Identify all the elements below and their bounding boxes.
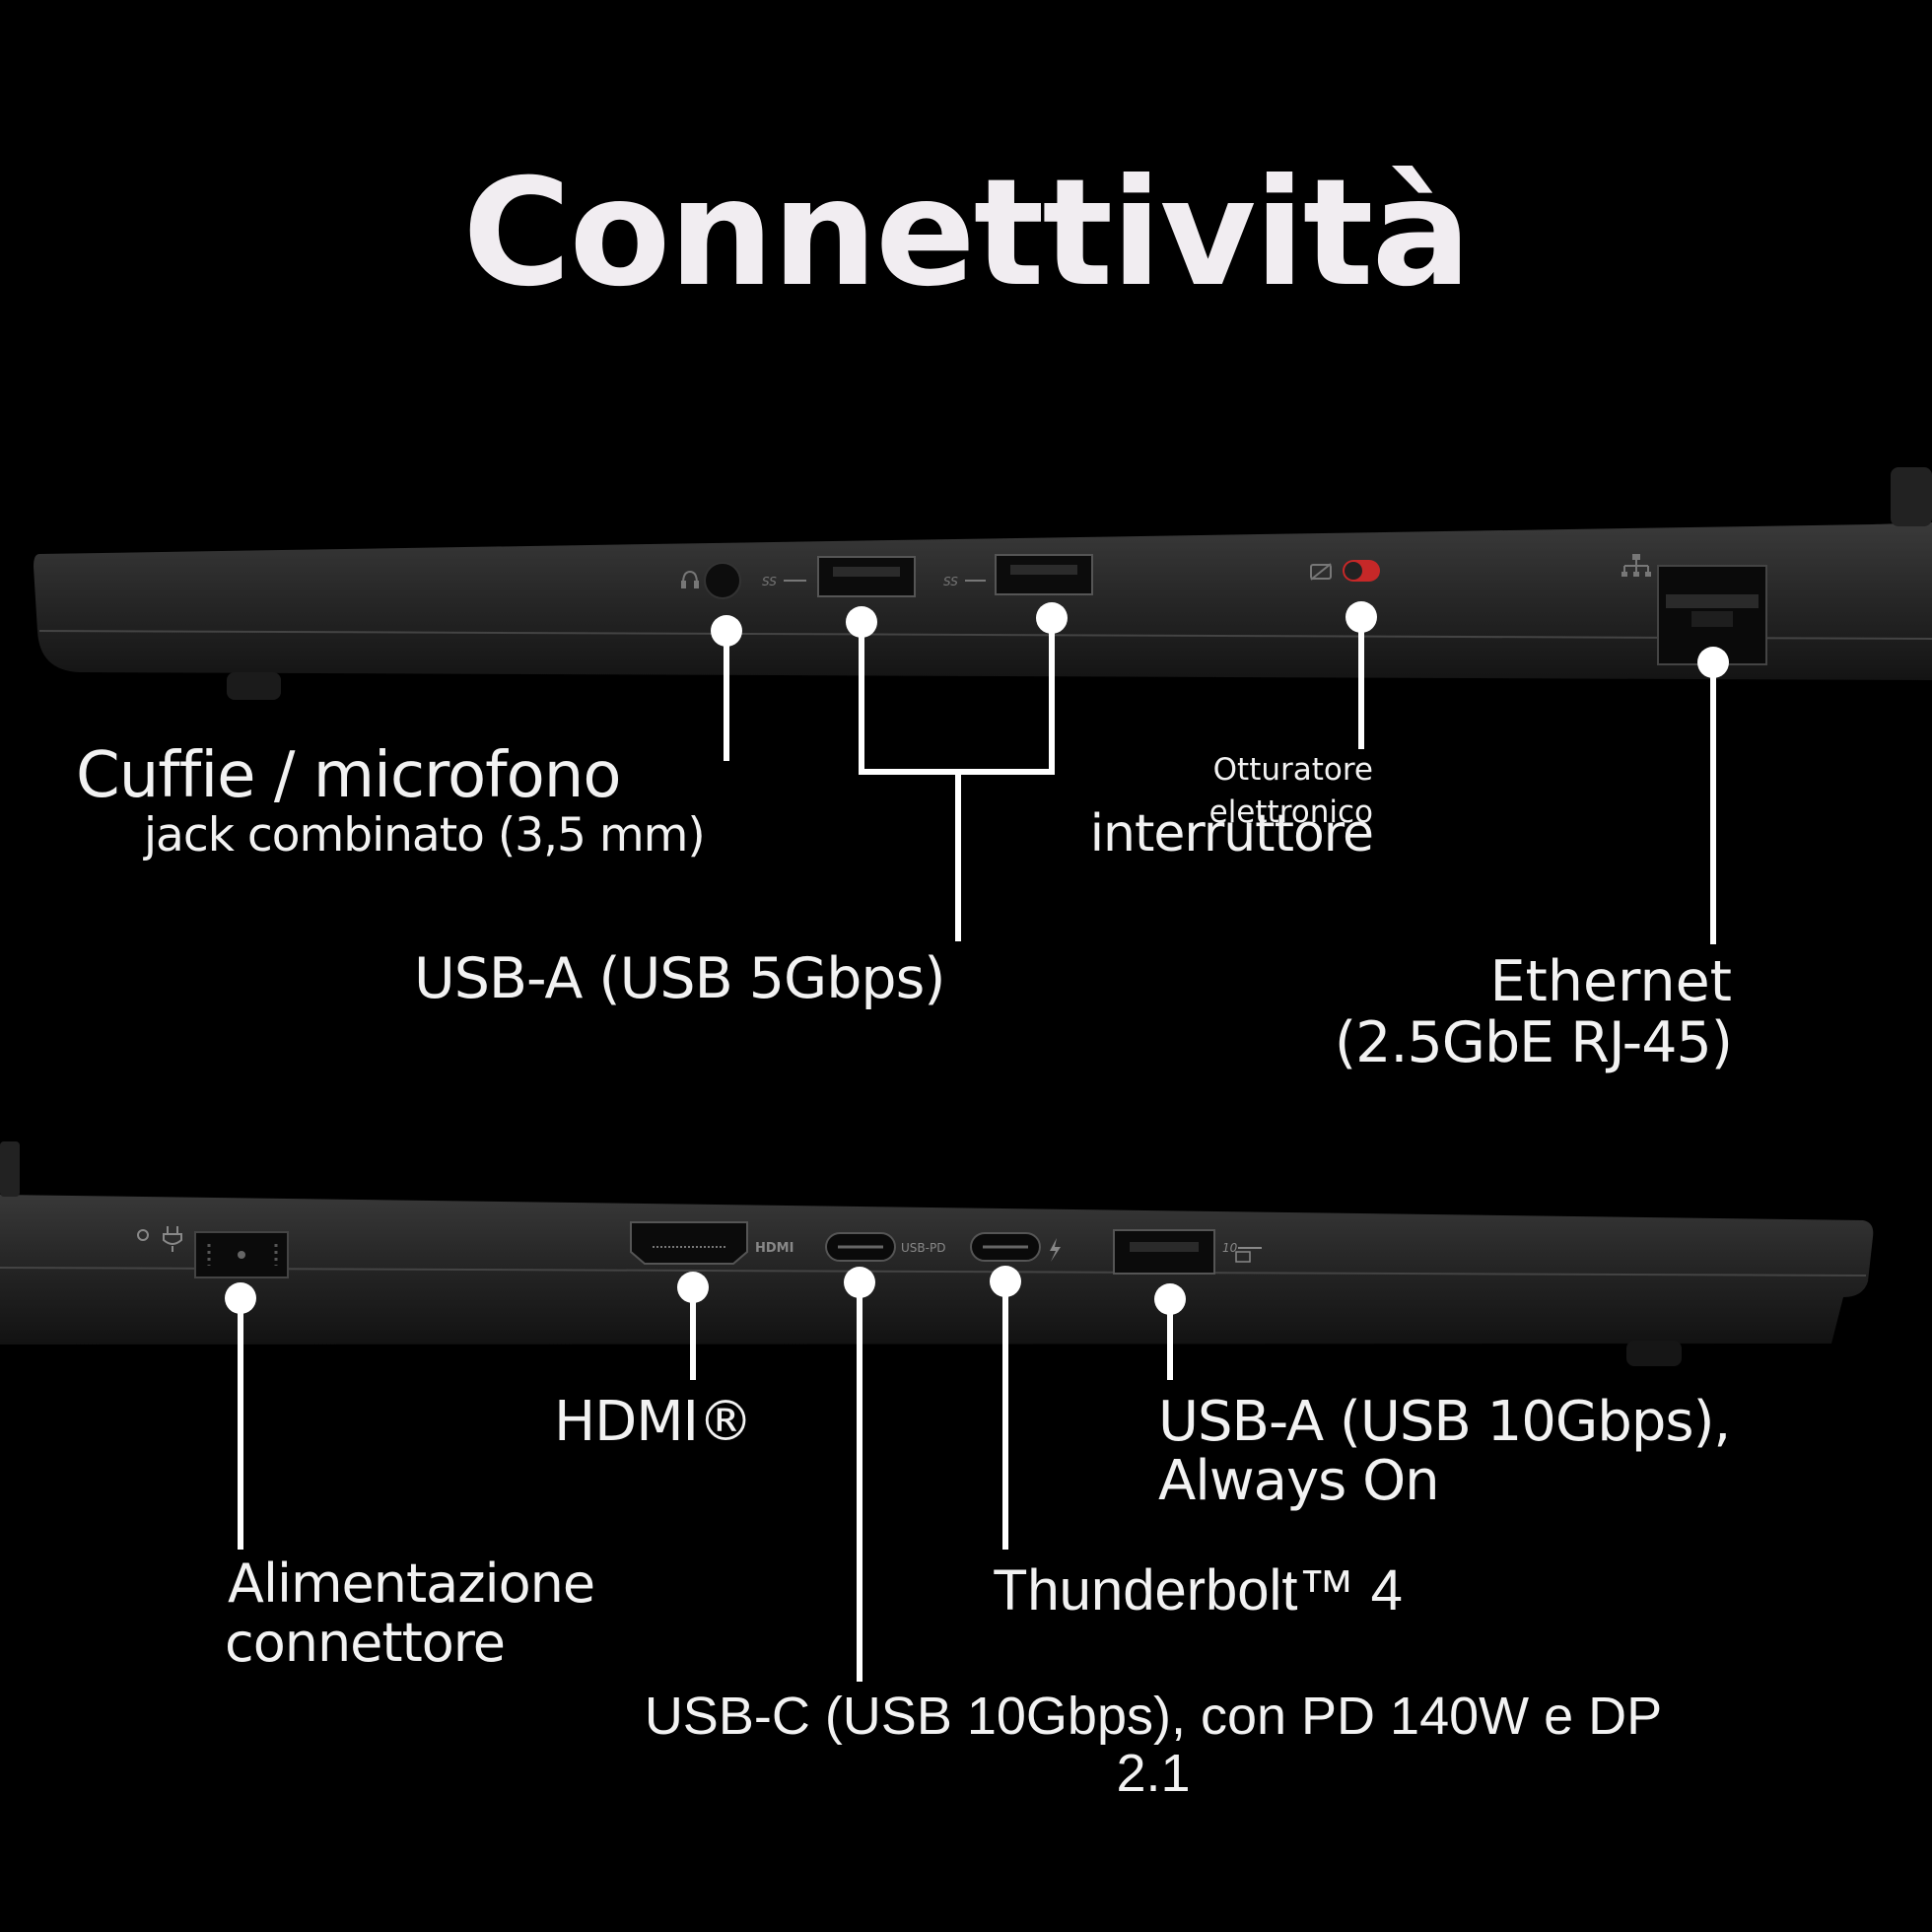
shutter-label-line2: elettronico bbox=[1208, 794, 1373, 830]
usb-c-port-1 bbox=[825, 1232, 896, 1262]
callout-usb-a-5 bbox=[846, 602, 1068, 941]
ethernet-label-line1: Ethernet bbox=[1489, 949, 1732, 1014]
usb-10-icon: 10 bbox=[1222, 1241, 1262, 1263]
shutter-label-line1: Otturatore bbox=[1212, 752, 1373, 788]
hinge bbox=[0, 1141, 20, 1197]
callout-power bbox=[225, 1282, 256, 1550]
callout-usb-a-10 bbox=[1154, 1283, 1186, 1380]
power-connector bbox=[194, 1231, 289, 1278]
power-plug-icon bbox=[163, 1226, 182, 1252]
power-label-line2: connettore bbox=[225, 1612, 506, 1674]
callout-shutter bbox=[1346, 601, 1377, 749]
top-chassis bbox=[34, 467, 1932, 700]
headphone-label-line2: jack combinato (3,5 mm) bbox=[144, 808, 706, 862]
thunderbolt-label: Thunderbolt™ 4 bbox=[993, 1558, 1403, 1622]
usb-a-10-port bbox=[1113, 1229, 1215, 1275]
power-label-line1: Alimentazione bbox=[228, 1552, 595, 1615]
usb-pd-marking: USB-PD bbox=[901, 1241, 945, 1255]
usb-c-label-line2: 2.1 bbox=[1116, 1744, 1191, 1803]
ethernet-label-line2: (2.5GbE RJ-45) bbox=[1334, 1010, 1733, 1075]
hdmi-label: HDMI® bbox=[554, 1390, 753, 1454]
hdmi-port bbox=[630, 1221, 748, 1265]
usb-a-10-label-line2: Always On bbox=[1158, 1449, 1440, 1513]
page-title: Connettività bbox=[462, 148, 1471, 319]
thunderbolt-port bbox=[970, 1232, 1041, 1262]
headphone-label-line1: Cuffie / microfono bbox=[76, 739, 621, 812]
camera-shutter-icon bbox=[1310, 563, 1332, 581]
usb-ss-icon: SS bbox=[943, 575, 986, 588]
hinge bbox=[1891, 467, 1932, 526]
bottom-chassis bbox=[0, 1141, 1874, 1366]
ethernet-icon bbox=[1622, 554, 1651, 577]
svg-text:SS: SS bbox=[943, 575, 958, 588]
callout-hdmi bbox=[677, 1272, 709, 1380]
power-led bbox=[137, 1229, 149, 1241]
thunderbolt-icon bbox=[1050, 1238, 1061, 1262]
foot bbox=[227, 672, 281, 700]
headset-icon bbox=[681, 570, 699, 588]
usb-ss-icon: SS bbox=[762, 575, 806, 588]
callout-thunderbolt bbox=[990, 1266, 1021, 1550]
foot bbox=[1626, 1341, 1682, 1366]
hdmi-icon: HDMI bbox=[755, 1241, 794, 1256]
svg-text:SS: SS bbox=[762, 575, 777, 588]
callout-usb-c bbox=[844, 1267, 875, 1682]
usb-c-label-line1: USB-C (USB 10Gbps), con PD 140W e DP bbox=[644, 1687, 1663, 1746]
shutter-label-line3: interruttore bbox=[1089, 804, 1374, 863]
usb-a-10-label-line1: USB-A (USB 10Gbps), bbox=[1158, 1390, 1731, 1454]
callout-ethernet bbox=[1697, 647, 1729, 944]
svg-text:10: 10 bbox=[1222, 1241, 1238, 1255]
usb-a-5-label: USB-A (USB 5Gbps) bbox=[414, 946, 946, 1011]
callout-headphone bbox=[711, 615, 742, 761]
headphone-jack bbox=[704, 562, 741, 599]
